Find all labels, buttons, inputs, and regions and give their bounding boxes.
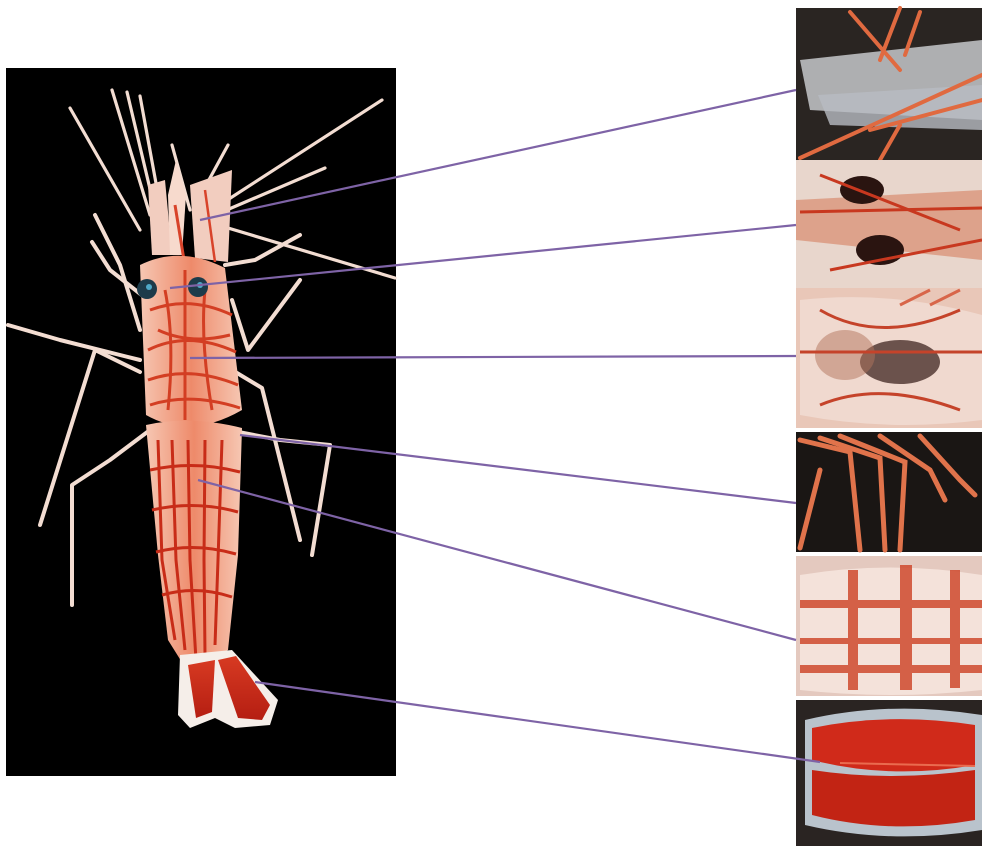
closeup-thumbnails	[796, 8, 982, 846]
thumbnail-carapace	[796, 288, 982, 428]
thumbnail-eyes	[796, 160, 982, 288]
thumbnail-legs	[796, 432, 982, 552]
thumbnail-tail	[796, 700, 982, 846]
thumbnail-abdomen	[796, 556, 982, 696]
main-shrimp-photo	[6, 68, 396, 776]
thumbnail-antennae	[796, 8, 982, 160]
